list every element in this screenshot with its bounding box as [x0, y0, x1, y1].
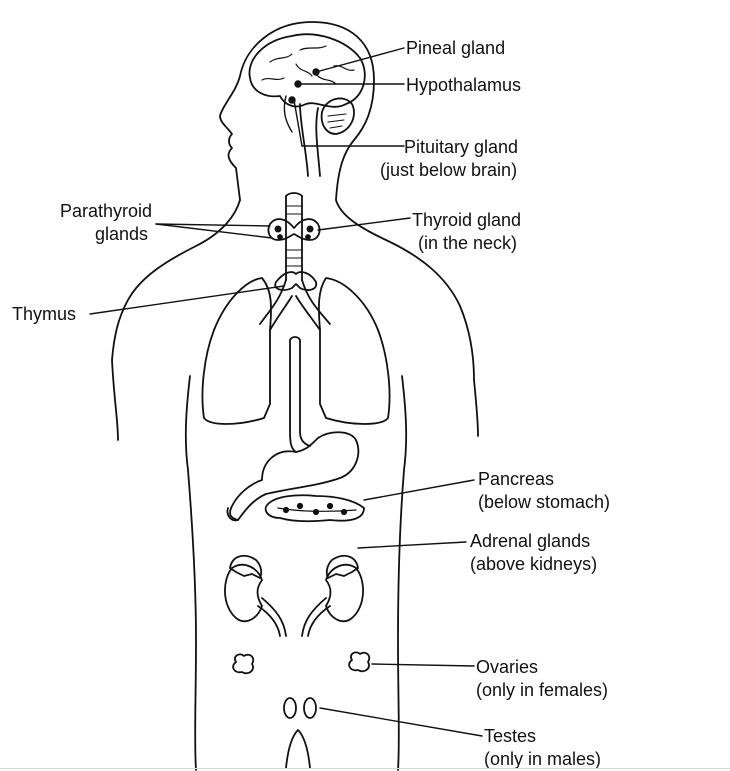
cerebellum: [320, 97, 355, 135]
parathyroid-leader-1: [155, 223, 271, 227]
label-testes: Testes (only in males): [484, 726, 602, 769]
label-ovaries: Ovaries (only in females): [476, 657, 609, 700]
head-outline: [219, 21, 375, 201]
brain-stem: [299, 103, 309, 177]
right-lung: [318, 277, 391, 425]
brain: [248, 33, 366, 108]
thyroid-leader: [317, 217, 411, 231]
left-arm-inner: [111, 359, 119, 441]
bottom-divider: [0, 768, 730, 769]
adrenal-leader: [357, 541, 467, 549]
label-thyroid-gland: Thyroid gland (in the neck): [412, 210, 522, 253]
right-arm-inner: [473, 379, 479, 437]
left-adrenal: [229, 554, 263, 579]
pineal-leader: [315, 47, 405, 73]
neck-right: [335, 199, 475, 381]
left-lung: [201, 277, 272, 425]
label-pancreas: Pancreas (below stomach): [478, 469, 611, 512]
right-testis: [303, 697, 317, 719]
label-adrenal-glands: Adrenal glands (above kidneys): [470, 531, 598, 574]
label-thymus: Thymus: [12, 304, 77, 324]
legs-inner: [285, 729, 311, 769]
right-ovary: [348, 651, 371, 673]
thymus-shape: [274, 271, 318, 291]
pancreas-shape: [264, 494, 365, 523]
label-pineal-gland: Pineal gland: [406, 38, 506, 58]
right-kidney: [325, 563, 364, 623]
pancreas-leader: [363, 479, 475, 501]
pituitary-leader: [293, 99, 405, 147]
neck-left: [111, 199, 241, 361]
torso-left: [184, 375, 197, 771]
label-parathyroid-glands: Parathyroid glands: [59, 201, 152, 244]
left-ovary: [232, 653, 255, 675]
right-adrenal: [325, 554, 359, 579]
left-kidney: [224, 563, 263, 623]
esophagus: [289, 339, 311, 453]
parathyroid-leader-2: [155, 223, 273, 239]
bronchi: [259, 279, 331, 325]
thymus-leader: [89, 285, 285, 315]
left-testis: [283, 697, 297, 719]
label-pituitary-gland: Pituitary gland (just below brain): [380, 137, 519, 180]
thyroid-shape: [267, 218, 321, 241]
ovaries-leader: [371, 663, 475, 667]
testes-leader: [319, 707, 483, 737]
torso-right: [397, 375, 408, 771]
label-hypothalamus: Hypothalamus: [406, 75, 522, 95]
ureters: [261, 597, 327, 637]
leader-lines: [89, 47, 483, 737]
stomach: [229, 431, 360, 521]
